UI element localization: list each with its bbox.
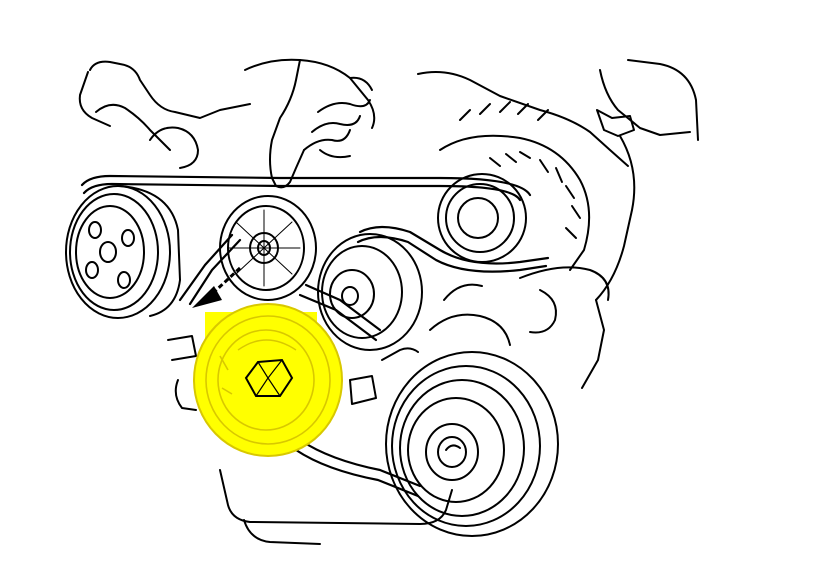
ac-compressor-pulley [385, 351, 559, 537]
engine-block-outline [78, 59, 699, 545]
idler-pulley [317, 233, 423, 351]
crankshaft-pulley [193, 303, 343, 457]
alternator-pulley [437, 101, 591, 271]
power-steering-pump-pulley [65, 185, 181, 319]
hand-pointing [244, 58, 376, 189]
arrow-icon [192, 266, 242, 308]
belt-tensioner-pulley [219, 195, 317, 301]
